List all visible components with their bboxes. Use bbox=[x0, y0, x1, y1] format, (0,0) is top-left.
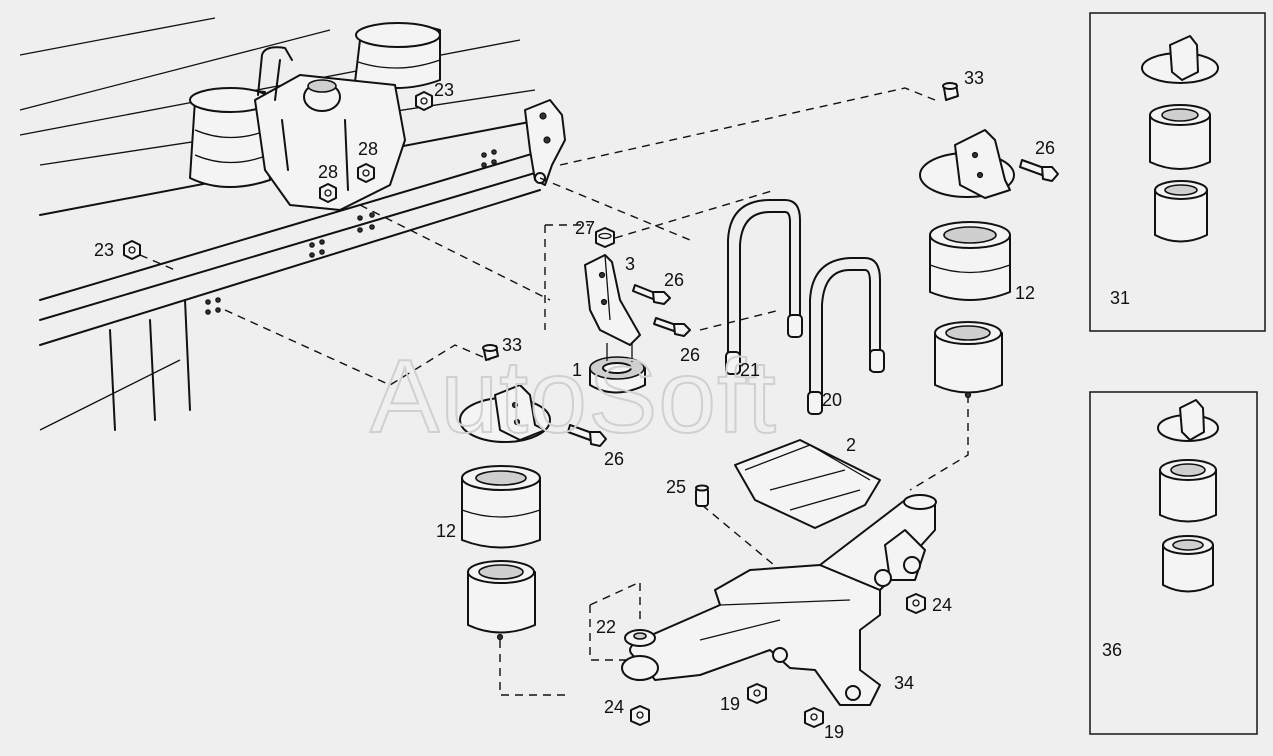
label-23-left: 23 bbox=[94, 240, 114, 260]
label-21: 21 bbox=[740, 360, 760, 380]
bolt-26-upper-bracket bbox=[632, 284, 671, 305]
label-34: 34 bbox=[894, 673, 914, 693]
assembly-lines bbox=[139, 87, 969, 696]
watermark-text: AutoSoft bbox=[370, 339, 777, 455]
label-19-a: 19 bbox=[720, 694, 740, 714]
piston-1 bbox=[589, 343, 646, 394]
trailing-arm-34 bbox=[621, 494, 937, 706]
installed-air-spring-assembly bbox=[189, 22, 441, 211]
label-12-left: 12 bbox=[436, 521, 456, 541]
bracket-3 bbox=[584, 254, 641, 346]
label-26-upper-bracket: 26 bbox=[664, 270, 684, 290]
label-27: 27 bbox=[575, 218, 595, 238]
label-28-a: 28 bbox=[358, 139, 378, 159]
label-22: 22 bbox=[596, 617, 616, 637]
label-2: 2 bbox=[846, 435, 856, 455]
label-33-left: 33 bbox=[502, 335, 522, 355]
label-19-b: 19 bbox=[824, 722, 844, 742]
nut-23-right bbox=[415, 91, 433, 111]
label-26-right-plate: 26 bbox=[1035, 138, 1055, 158]
u-bolt-20 bbox=[807, 257, 885, 415]
nut-19-a bbox=[747, 683, 767, 704]
bolt-26-left-plate bbox=[567, 424, 607, 447]
bolt-26-lower-bracket bbox=[653, 317, 691, 337]
frame-bracket bbox=[524, 99, 566, 186]
label-12-right: 12 bbox=[1015, 283, 1035, 303]
label-28-b: 28 bbox=[318, 162, 338, 182]
label-1: 1 bbox=[572, 360, 582, 380]
bolt-33-left bbox=[482, 344, 499, 361]
pin-25 bbox=[695, 484, 709, 507]
frame-holes bbox=[205, 149, 497, 315]
air-bellows-12-right bbox=[929, 221, 1011, 301]
nut-24-right bbox=[906, 593, 926, 614]
label-26-lower-bracket: 26 bbox=[680, 345, 700, 365]
nut-19-b bbox=[804, 707, 824, 728]
label-33-right: 33 bbox=[964, 68, 984, 88]
air-bellows-lower-left bbox=[467, 560, 536, 641]
u-bolt-21 bbox=[725, 199, 803, 375]
bolt-26-right-plate bbox=[1019, 159, 1059, 182]
inset-36-parts bbox=[1157, 399, 1219, 593]
inset-box-31 bbox=[1089, 12, 1266, 332]
washer-22 bbox=[624, 629, 656, 647]
spring-seat-2 bbox=[734, 439, 881, 529]
label-24-right: 24 bbox=[932, 595, 952, 615]
label-23-right: 23 bbox=[434, 80, 454, 100]
bellows-top-plate-right bbox=[919, 129, 1015, 199]
label-24-bottom: 24 bbox=[604, 697, 624, 717]
inset-box-36 bbox=[1089, 391, 1258, 735]
nut-23-left bbox=[123, 240, 141, 260]
label-31: 31 bbox=[1110, 288, 1130, 308]
callout-labels: 23 23 28 28 27 3 26 26 1 33 26 21 20 2 2… bbox=[94, 68, 1130, 742]
air-bellows-12-left bbox=[461, 465, 541, 549]
nut-28-a bbox=[357, 163, 375, 183]
bolt-33-right bbox=[942, 82, 959, 101]
nut-27 bbox=[595, 227, 615, 248]
air-bellows-lower-right bbox=[934, 321, 1003, 399]
label-26-left-plate: 26 bbox=[604, 449, 624, 469]
bellows-top-plate-left bbox=[459, 384, 551, 443]
inset-31-parts bbox=[1141, 35, 1219, 243]
label-3: 3 bbox=[625, 254, 635, 274]
nut-24-bottom bbox=[630, 705, 650, 726]
nut-28-b bbox=[319, 183, 337, 203]
label-36: 36 bbox=[1102, 640, 1122, 660]
label-25: 25 bbox=[666, 477, 686, 497]
label-20: 20 bbox=[822, 390, 842, 410]
